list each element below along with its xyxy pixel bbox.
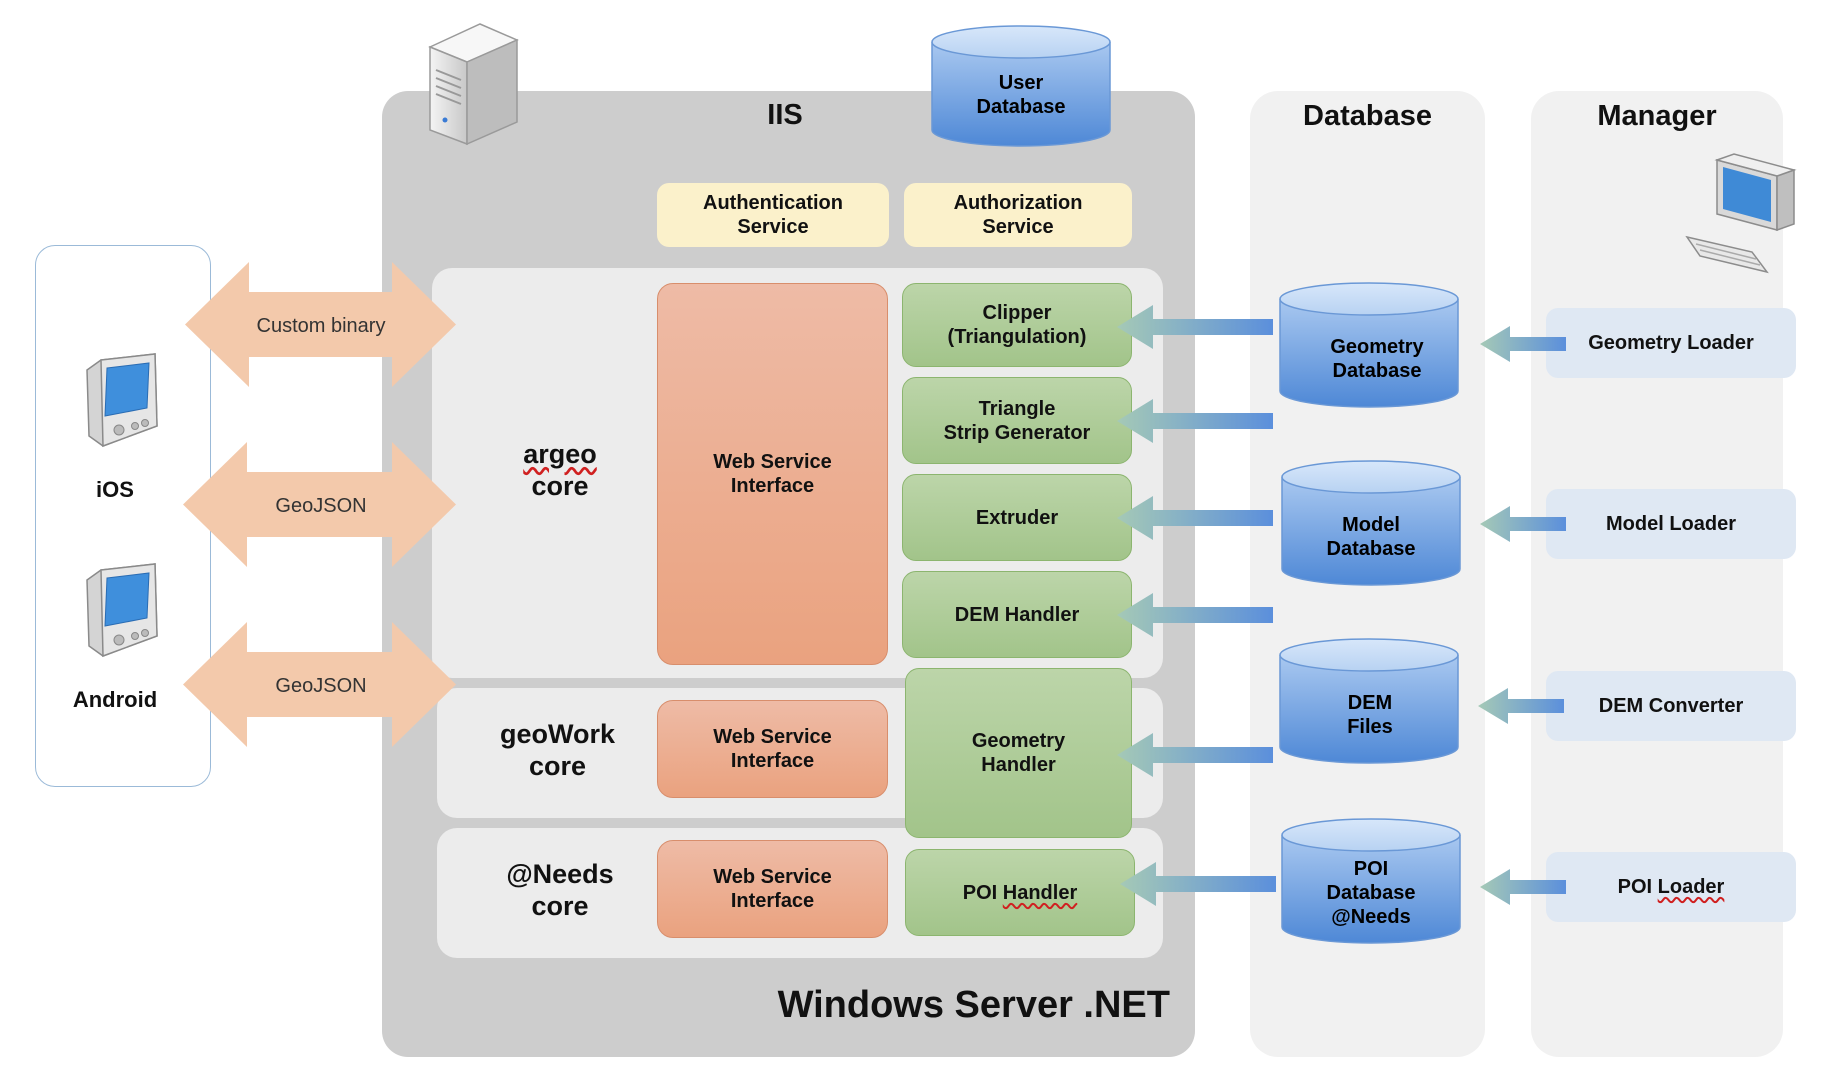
server-icon bbox=[428, 23, 519, 146]
model-label: Model bbox=[1342, 514, 1400, 536]
custom-binary-double-arrow: Custom binary bbox=[185, 262, 456, 387]
handler-label: Handler bbox=[981, 754, 1056, 776]
arrow-left-icon bbox=[1117, 399, 1273, 443]
dem-converter-label: DEM Converter bbox=[1598, 694, 1744, 717]
ios-label: iOS bbox=[96, 477, 134, 502]
arrow-left-icon bbox=[1117, 593, 1273, 637]
poi-loader: POI Loader bbox=[1546, 852, 1796, 922]
geowork-label: geoWork bbox=[499, 719, 615, 749]
arrow-left-icon bbox=[1117, 305, 1273, 349]
arrow-left-icon bbox=[1480, 869, 1566, 905]
needs-core-label: @Needs core bbox=[480, 855, 640, 925]
extruder-label: Extruder bbox=[975, 506, 1059, 529]
user-database: User Database bbox=[931, 25, 1111, 147]
database-label: Database bbox=[1333, 360, 1422, 382]
extruder-handler: Extruder bbox=[902, 474, 1132, 561]
core-label: core bbox=[531, 891, 589, 921]
model-loader: Model Loader bbox=[1546, 489, 1796, 559]
files-label: Files bbox=[1347, 716, 1393, 738]
arrow-left-icon bbox=[1120, 862, 1276, 906]
core-label: core bbox=[528, 751, 587, 781]
geometry-loader-label: Geometry Loader bbox=[1588, 331, 1754, 354]
poi-handler: POI Handler bbox=[905, 849, 1135, 936]
argeo-label: argeo bbox=[523, 439, 597, 469]
poi-database: POI Database @Needs bbox=[1281, 818, 1461, 944]
authentication-service: Authentication Service bbox=[657, 183, 889, 247]
geometry-handler: Geometry Handler bbox=[905, 668, 1132, 838]
authentication-label: Authentication bbox=[703, 192, 843, 214]
poi-handler-label: POI Handler bbox=[962, 881, 1078, 904]
custom-binary-label: Custom binary bbox=[257, 315, 386, 337]
geometry-database: Geometry Database bbox=[1279, 282, 1459, 408]
geojson-label: GeoJSON bbox=[275, 675, 366, 697]
arrow-left-icon bbox=[1117, 496, 1273, 540]
authorization-label: Authorization bbox=[953, 192, 1083, 214]
android-label: Android bbox=[72, 687, 158, 712]
arrow-left-icon bbox=[1480, 326, 1566, 362]
arrow-left-icon bbox=[1117, 733, 1273, 777]
strip-generator-label: Strip Generator bbox=[943, 421, 1091, 444]
geometry-loader: Geometry Loader bbox=[1546, 308, 1796, 378]
model-loader-label: Model Loader bbox=[1605, 512, 1736, 535]
clipper-label: Clipper bbox=[982, 302, 1052, 324]
poi-loader-label: POI Loader bbox=[1617, 875, 1725, 898]
arrow-left-icon bbox=[1480, 506, 1566, 542]
platform-label: Windows Server .NET bbox=[777, 984, 1170, 1026]
needs-label: @Needs bbox=[1331, 906, 1411, 928]
database-label: Database bbox=[1327, 538, 1416, 560]
dem-handler: DEM Handler bbox=[902, 571, 1132, 658]
triangulation-label: (Triangulation) bbox=[947, 326, 1087, 348]
desktop-computer-icon bbox=[1685, 153, 1797, 274]
geometry-label: Geometry bbox=[1330, 336, 1424, 358]
argeo-core-label: argeo core bbox=[480, 435, 640, 505]
manager-title: Manager bbox=[1597, 100, 1717, 132]
authorization-service: Authorization Service bbox=[904, 183, 1132, 247]
dem-files-database: DEM Files bbox=[1279, 638, 1459, 764]
iis-title: IIS bbox=[767, 99, 803, 131]
needs-web-service-interface: Web Service Interface bbox=[657, 840, 888, 938]
dem-handler-label: DEM Handler bbox=[954, 603, 1080, 626]
interface-label: Interface bbox=[730, 890, 815, 912]
geometry-label: Geometry bbox=[971, 730, 1066, 752]
pda-phone-icon bbox=[86, 563, 158, 658]
web-service-label: Web Service bbox=[713, 866, 832, 888]
dem-label: DEM bbox=[1348, 692, 1392, 714]
dem-converter: DEM Converter bbox=[1546, 671, 1796, 741]
geowork-core-label: geoWork core bbox=[480, 715, 635, 785]
triangle-strip-generator: Triangle Strip Generator bbox=[902, 377, 1132, 464]
core-label: core bbox=[531, 471, 589, 501]
arrow-left-icon bbox=[1478, 688, 1564, 724]
geojson-android-double-arrow: GeoJSON bbox=[183, 622, 456, 747]
database-label: Database bbox=[1327, 882, 1416, 904]
model-database: Model Database bbox=[1281, 460, 1461, 586]
client-devices-box bbox=[35, 245, 211, 787]
web-service-label: Web Service bbox=[713, 726, 832, 748]
needs-label: @Needs bbox=[506, 859, 614, 889]
database-title: Database bbox=[1303, 100, 1432, 132]
geojson-label: GeoJSON bbox=[275, 495, 366, 517]
pda-phone-icon bbox=[86, 353, 158, 448]
service-label: Service bbox=[982, 216, 1054, 238]
argeo-web-service-interface: Web Service Interface bbox=[657, 283, 888, 665]
triangle-label: Triangle bbox=[978, 397, 1056, 420]
user-label: User bbox=[999, 72, 1044, 94]
interface-label: Interface bbox=[730, 475, 815, 497]
database-label: Database bbox=[977, 96, 1066, 118]
service-label: Service bbox=[737, 216, 809, 238]
clipper-handler: Clipper (Triangulation) bbox=[902, 283, 1132, 367]
web-service-label: Web Service bbox=[713, 451, 832, 473]
geojson-ios-double-arrow: GeoJSON bbox=[183, 442, 456, 567]
interface-label: Interface bbox=[730, 750, 815, 772]
geowork-web-service-interface: Web Service Interface bbox=[657, 700, 888, 798]
poi-label: POI bbox=[1354, 858, 1388, 880]
